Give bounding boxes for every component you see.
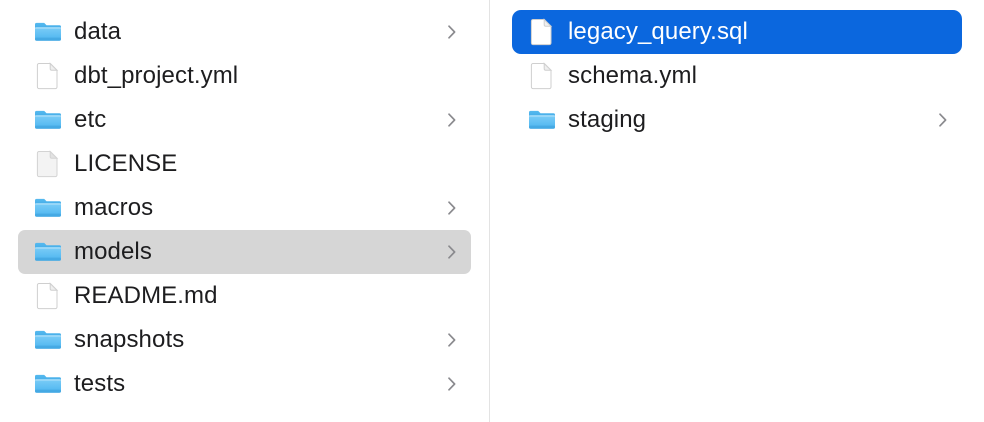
folder-icon-svg [35,22,61,41]
column-list-parent: data dbt_project.yml etc LICENSE [0,0,489,406]
file-row[interactable]: README.md [18,274,471,318]
folder-icon [32,324,64,356]
item-label: schema.yml [568,62,698,89]
document-icon [32,60,64,92]
folder-icon [32,104,64,136]
folder-icon-svg [35,198,61,217]
item-label: LICENSE [74,150,178,177]
document-icon-svg [36,62,59,90]
chevron-right-icon[interactable] [445,329,459,351]
chevron-right-icon-svg [939,113,947,127]
chevron-right-icon-svg [448,245,456,259]
folder-row[interactable]: etc [18,98,471,142]
document-icon-svg [530,62,553,90]
folder-icon [32,192,64,224]
item-label: macros [74,194,154,221]
chevron-right-icon[interactable] [445,241,459,263]
document-icon [32,280,64,312]
folder-icon [32,236,64,268]
item-label: etc [74,106,107,133]
document-icon-svg [36,150,59,178]
folder-icon [32,368,64,400]
folder-row[interactable]: snapshots [18,318,471,362]
folder-row[interactable]: models [18,230,471,274]
folder-icon-svg [35,330,61,349]
file-row[interactable]: legacy_query.sql [512,10,962,54]
folder-icon-svg [35,242,61,261]
folder-row[interactable]: data [18,10,471,54]
folder-icon-svg [35,374,61,393]
folder-icon [32,16,64,48]
item-label: staging [568,106,647,133]
chevron-right-icon-svg [448,201,456,215]
chevron-right-icon-svg [448,25,456,39]
item-label: dbt_project.yml [74,62,239,89]
chevron-right-icon-svg [448,333,456,347]
folder-row[interactable]: staging [512,98,962,142]
finder-column-parent[interactable]: data dbt_project.yml etc LICENSE [0,0,490,422]
folder-row[interactable]: macros [18,186,471,230]
chevron-right-icon[interactable] [445,109,459,131]
file-row[interactable]: LICENSE [18,142,471,186]
chevron-right-icon[interactable] [445,373,459,395]
file-row[interactable]: dbt_project.yml [18,54,471,98]
file-row[interactable]: schema.yml [512,54,962,98]
chevron-right-icon[interactable] [445,21,459,43]
item-label: legacy_query.sql [568,18,748,45]
item-label: snapshots [74,326,185,353]
folder-icon-svg [529,110,555,129]
folder-icon [526,104,558,136]
folder-row[interactable]: tests [18,362,471,406]
finder-column-child[interactable]: legacy_query.sql schema.yml staging [490,0,984,422]
folder-icon-svg [35,110,61,129]
item-label: README.md [74,282,218,309]
column-list-child: legacy_query.sql schema.yml staging [490,0,984,142]
document-icon-svg [36,282,59,310]
chevron-right-icon-svg [448,377,456,391]
chevron-right-icon[interactable] [445,197,459,219]
generic-document-icon [32,148,64,180]
item-label: tests [74,370,126,397]
chevron-right-icon-svg [448,113,456,127]
document-icon [526,60,558,92]
document-icon-svg [530,18,553,46]
document-icon [526,16,558,48]
item-label: models [74,238,152,265]
chevron-right-icon[interactable] [936,109,950,131]
item-label: data [74,18,122,45]
